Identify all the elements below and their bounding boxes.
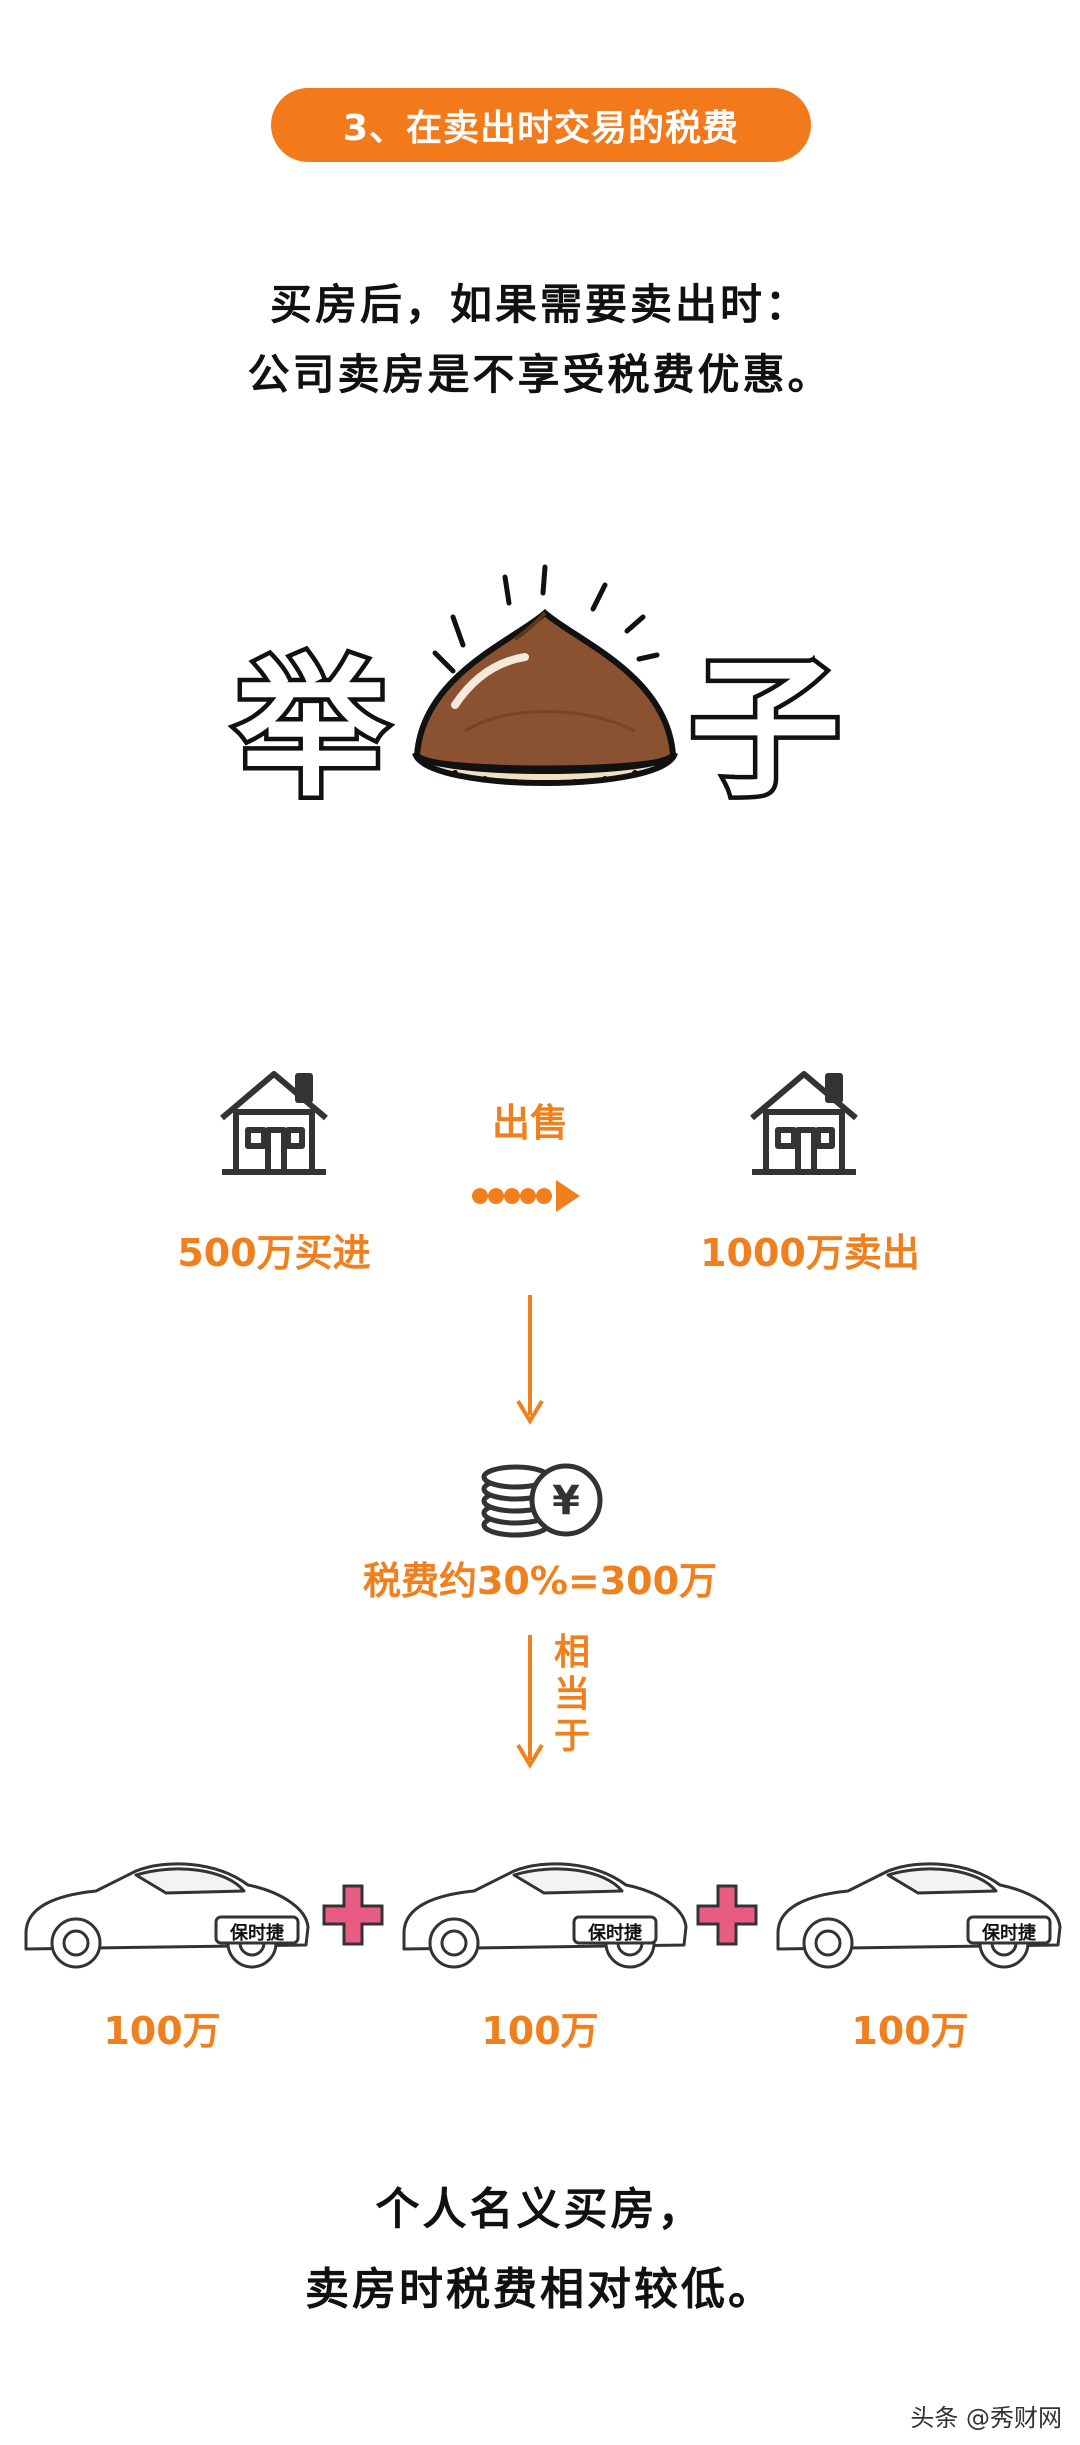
plus-icon (322, 1884, 384, 1946)
house-buy-icon (220, 1071, 328, 1175)
intro-line-2: 公司卖房是不享受税费优惠。 (247, 350, 833, 399)
plus-icon-2 (696, 1884, 758, 1946)
watermark: 头条 @秀财网 (910, 2404, 1062, 2432)
intro-text: 买房后，如果需要卖出时： 公司卖房是不享受税费优惠。 (0, 270, 1080, 410)
example-char-left: 举 (231, 643, 390, 817)
chestnut-illustration (412, 564, 678, 786)
car-2-price: 100万 (481, 2009, 599, 2053)
car-3-price: 100万 (851, 2009, 969, 2053)
car-1-brand: 保时捷 (230, 1923, 284, 1944)
section-title-text: 3、在卖出时交易的税费 (342, 108, 740, 149)
intro-line-1: 买房后，如果需要卖出时： (269, 280, 810, 329)
car-2-icon (402, 1862, 688, 1969)
outro-line-2: 卖房时税费相对较低。 (305, 2264, 775, 2315)
car-3-brand: 保时捷 (982, 1923, 1036, 1944)
coins-icon: ¥ (481, 1463, 603, 1538)
car-2: 保时捷 (394, 1845, 694, 1975)
arrow-down-icon-2 (516, 1635, 544, 1769)
car-1-icon (24, 1862, 310, 1969)
outro-text: 个人名义买房， 卖房时税费相对较低。 (0, 2170, 1080, 2330)
currency-symbol: ¥ (552, 1478, 580, 1524)
example-char-right: 子 (685, 643, 844, 817)
equivalent-char-1: 相 (553, 1632, 590, 1673)
sell-action-label: 出售 (491, 1101, 568, 1145)
car-3: 保时捷 (768, 1845, 1068, 1975)
tax-label: 税费约30%=300万 (362, 1559, 718, 1603)
equivalent-char-3: 于 (553, 1716, 590, 1757)
outro-line-1: 个人名义买房， (375, 2184, 705, 2235)
house-sell-icon (750, 1071, 858, 1175)
sell-price-label: 1000万卖出 (700, 1231, 920, 1275)
car-3-icon (776, 1862, 1062, 1969)
section-title: 3、在卖出时交易的税费 (271, 88, 811, 162)
dotted-arrow-right-icon (472, 1180, 580, 1212)
equivalent-char-2: 当 (553, 1674, 590, 1715)
buy-price-label: 500万买进 (177, 1231, 371, 1275)
car-1-price: 100万 (103, 2009, 221, 2053)
arrow-down-icon (516, 1295, 544, 1425)
car-2-brand: 保时捷 (588, 1923, 642, 1944)
equivalent-label: 相 当 于 (552, 1632, 592, 1758)
car-1: 保时捷 (16, 1845, 316, 1975)
